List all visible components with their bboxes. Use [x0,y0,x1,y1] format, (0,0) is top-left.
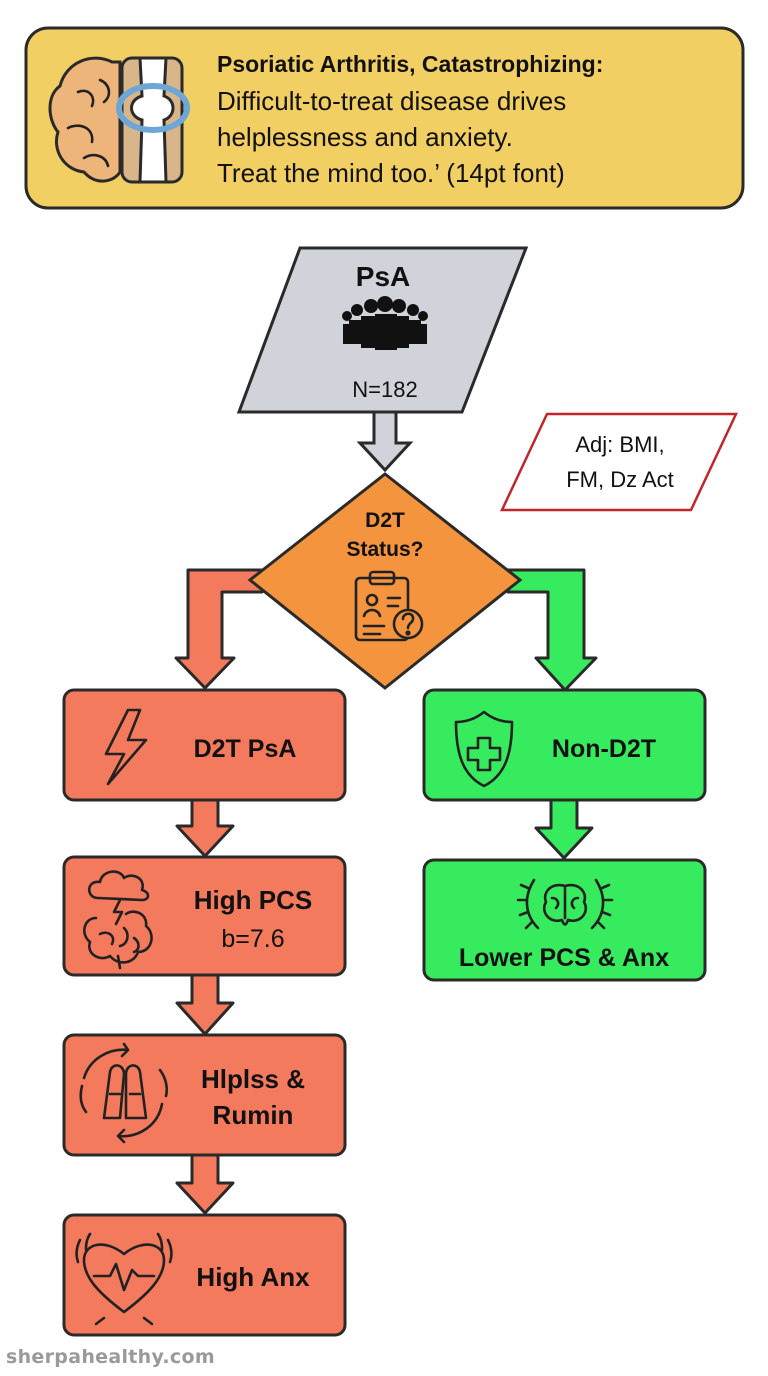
left-node-3-label: Hlplss & [201,1064,305,1094]
people-group-icon [342,296,428,350]
header-line-2: helplessness and anxiety. [217,122,513,152]
right-node-2-label: Lower PCS & Anx [459,944,669,972]
arrow-left-3-to-4 [175,1153,235,1215]
heart-pulse-icon [75,1232,173,1326]
storm-brain-icon [83,870,153,970]
left-node-2-sub: b=7.6 [221,925,284,953]
decision-diamond: D2T Status? [247,472,523,690]
header-box: Psoriatic Arthritis, Catastrophizing: Di… [24,26,745,210]
left-node-1-label: D2T PsA [194,735,297,763]
right-node-non-d2t: Non-D2T [422,688,707,802]
adjustment-line-1: Adj: BMI, [575,432,664,457]
right-node-lower-pcs: Lower PCS & Anx [422,858,707,982]
left-node-helplessness: Hlplss & Rumin [62,1033,347,1157]
lightning-icon [104,708,148,786]
left-node-high-anx: High Anx [62,1213,347,1337]
brain-joint-icon [48,56,190,184]
cohort-box: PsA N=182 [236,246,529,414]
clipboard-question-icon [354,570,424,642]
header-line-3: Treat the mind too.’ (14pt font) [217,158,565,188]
decision-line-1: D2T [365,509,405,532]
decision-line-2: Status? [346,538,423,561]
cohort-n: N=182 [352,377,417,402]
left-node-2-label: High PCS [194,885,312,915]
adjustment-box: Adj: BMI, FM, Dz Act [500,412,738,512]
header-line-1: Difficult-to-treat disease drives [217,86,566,116]
right-node-1-label: Non-D2T [552,735,656,763]
footer-watermark: sherpahealthy.com [6,1346,215,1368]
arrow-decision-to-left [174,568,264,690]
left-node-3-label-2: Rumin [213,1100,294,1130]
hands-cycle-icon [79,1042,169,1144]
left-node-d2t-psa: D2T PsA [62,688,347,802]
arrow-left-2-to-3 [175,973,235,1036]
adjustment-line-2: FM, Dz Act [566,467,674,492]
left-node-high-pcs: High PCS b=7.6 [62,855,347,977]
arrow-right-1-to-2 [534,798,594,860]
shield-plus-icon [454,710,514,788]
arrow-cohort-to-decision [356,410,414,473]
arrow-decision-to-right [506,568,598,692]
header-title: Psoriatic Arthritis, Catastrophizing: [217,51,603,77]
arrow-left-1-to-2 [175,798,235,858]
left-node-4-label: High Anx [196,1262,310,1292]
cohort-title: PsA [356,261,410,292]
laurel-brain-icon [516,878,614,930]
